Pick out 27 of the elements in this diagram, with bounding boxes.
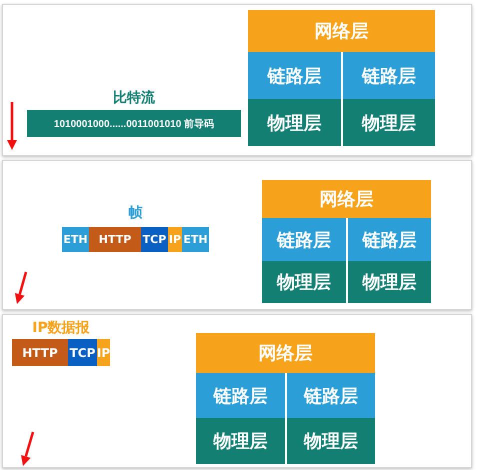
layer-box: 链路层 bbox=[248, 52, 340, 99]
layer-box: 链路层 bbox=[286, 373, 375, 418]
layer-box: 链路层 bbox=[348, 218, 431, 261]
layer-box: 物理层 bbox=[196, 418, 284, 464]
layer-box: 物理层 bbox=[248, 99, 340, 146]
layer-box: 网络层 bbox=[262, 180, 431, 218]
header-cell: IP bbox=[97, 339, 110, 366]
header-cell: ETH bbox=[182, 227, 209, 252]
layer-box: 网络层 bbox=[196, 333, 375, 373]
layer-box: 物理层 bbox=[286, 418, 375, 464]
layer-box: 链路层 bbox=[262, 218, 346, 261]
header-cell: HTTP bbox=[12, 339, 68, 366]
packet-label: IP数据报 bbox=[31, 319, 91, 338]
packet-label: 帧 bbox=[128, 204, 144, 223]
layer-box: 链路层 bbox=[196, 373, 284, 418]
layer-box: 物理层 bbox=[262, 261, 346, 303]
header-cell: TCP bbox=[141, 227, 168, 252]
bitstream-label: 比特流 bbox=[112, 88, 156, 108]
header-cell: ETH bbox=[62, 227, 89, 252]
header-cell: IP bbox=[168, 227, 182, 252]
bitstream-bar: 1010001000......0011001010 前导码 bbox=[27, 110, 241, 137]
header-cell: HTTP bbox=[89, 227, 141, 252]
layer-box: 物理层 bbox=[342, 99, 435, 146]
layer-box: 物理层 bbox=[348, 261, 431, 303]
header-cell: TCP bbox=[68, 339, 97, 366]
layer-box: 链路层 bbox=[342, 52, 435, 99]
layer-box: 网络层 bbox=[248, 10, 435, 52]
